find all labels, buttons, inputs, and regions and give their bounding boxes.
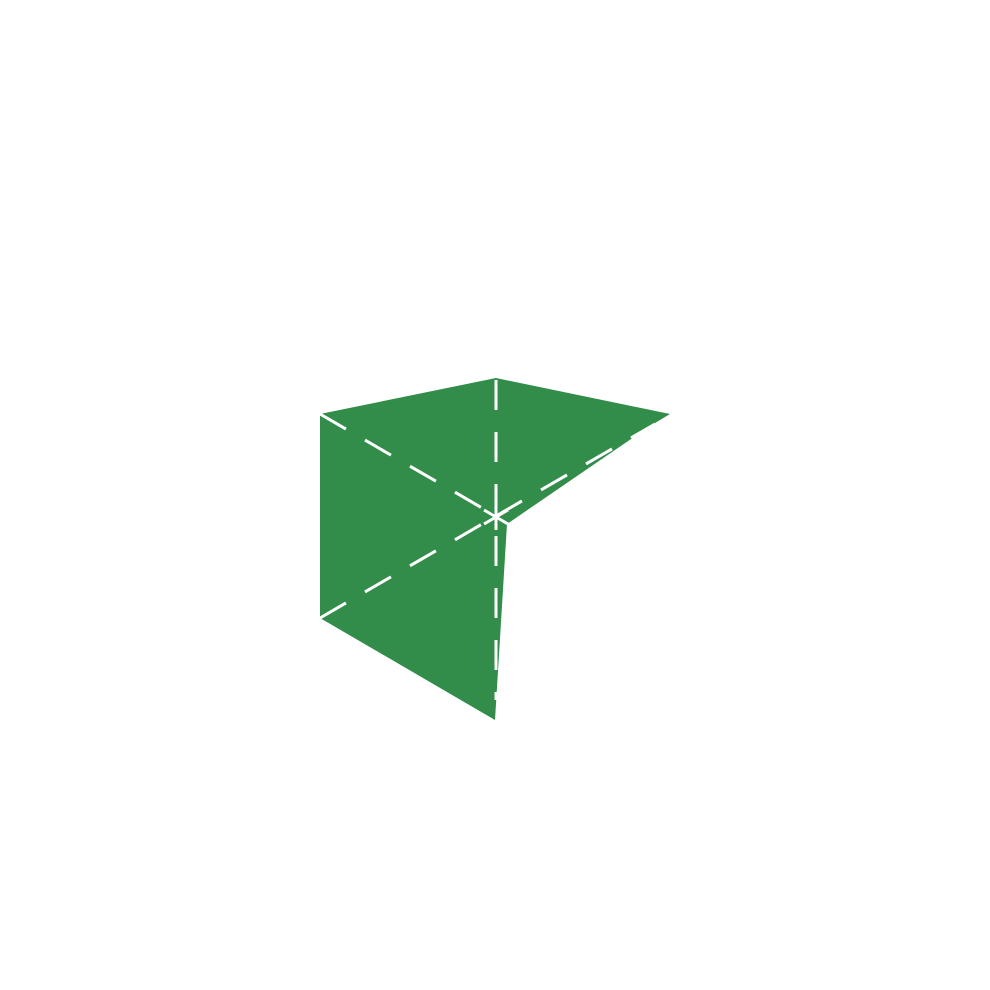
fold-line-diagonal-lower: [319, 514, 497, 620]
fold-line-diagonal-left: [319, 412, 497, 518]
center-asterisk-icon: [483, 504, 509, 530]
